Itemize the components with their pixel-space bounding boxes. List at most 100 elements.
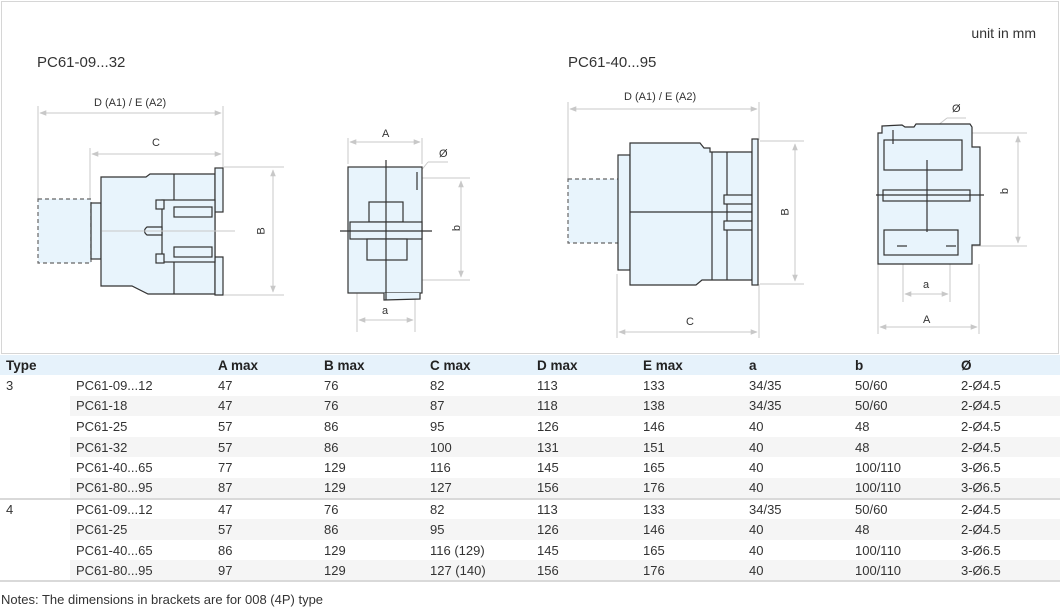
cell-b: 48	[855, 418, 870, 434]
cell-b-max: 86	[324, 418, 339, 434]
cell-a: 40	[743, 477, 849, 500]
cell-c-max: 127	[424, 477, 531, 500]
cell-b-max: 76	[324, 501, 339, 517]
cell-diameter: 2-Ø4.5	[955, 436, 1060, 458]
cell-a-max: 57	[212, 519, 318, 540]
cell-b-max: 86	[318, 436, 424, 458]
cell-model: PC61-32	[70, 436, 212, 458]
dim-label-dia-left: Ø	[439, 148, 448, 160]
table-row: PC61-80...95 87 129 127 156 176 40 100/1…	[0, 477, 1060, 500]
dim-label-dia-right: Ø	[952, 103, 961, 115]
cell-d-max: 156	[531, 477, 637, 500]
cell-b-max: 129	[318, 560, 424, 582]
cell-model: PC61-80...95	[70, 477, 212, 500]
notes-text: Notes: The dimensions in brackets are fo…	[1, 592, 324, 607]
cell-c-max: 127 (140)	[424, 560, 531, 582]
table-row: PC61-25 57 86 95 126 146 40 48 2-Ø4.5	[0, 416, 1060, 437]
cell-a: 34/35	[749, 377, 782, 393]
cell-a-max: 47	[218, 501, 233, 517]
cell-b-max: 129	[324, 542, 346, 558]
cell-a-max: 47	[218, 377, 233, 393]
header-type: Type	[0, 355, 70, 375]
cell-a: 40	[743, 560, 849, 582]
header-model	[70, 355, 212, 375]
cell-b: 100/110	[849, 477, 955, 500]
cell-diameter: 2-Ø4.5	[955, 519, 1060, 540]
cell-type-empty	[0, 457, 70, 478]
unit-label: unit in mm	[971, 25, 1036, 41]
cell-a: 40	[743, 436, 849, 458]
cell-type-empty	[0, 539, 70, 561]
cell-e-max: 165	[643, 460, 665, 476]
cell-type: 3	[0, 375, 70, 396]
cell-d-max: 131	[531, 436, 637, 458]
cell-diameter: 3-Ø6.5	[961, 460, 1001, 476]
header-d-max: D max	[531, 355, 637, 375]
cell-type-empty	[0, 436, 70, 458]
cell-b: 50/60	[855, 501, 888, 517]
cell-a: 40	[749, 418, 764, 434]
cell-e-max: 138	[637, 395, 743, 417]
header-diameter: Ø	[955, 355, 1060, 375]
dim-label-d-e-left: D (A1) / E (A2)	[94, 97, 167, 109]
cell-model: PC61-09...12	[76, 501, 153, 517]
dim-label-c-left: C	[152, 137, 160, 149]
header-c-max: C max	[424, 355, 531, 375]
cell-c-max: 116 (129)	[430, 542, 485, 558]
cell-model: PC61-25	[76, 418, 128, 434]
cell-b: 50/60	[849, 395, 955, 417]
cell-type-empty	[0, 519, 70, 540]
cell-b: 100/110	[855, 542, 902, 558]
cell-model: PC61-80...95	[70, 560, 212, 582]
cell-a-max: 97	[212, 560, 318, 582]
cell-diameter: 3-Ø6.5	[961, 542, 1001, 558]
cell-model: PC61-40...65	[76, 460, 153, 476]
cell-d-max: 145	[537, 542, 559, 558]
cell-d-max: 156	[531, 560, 637, 582]
cell-c-max: 95	[424, 519, 531, 540]
cell-d-max: 126	[531, 519, 637, 540]
dim-label-a-small-right: a	[923, 279, 930, 291]
table-row: PC61-80...95 97 129 127 (140) 156 176 40…	[0, 560, 1060, 582]
cell-e-max: 133	[643, 377, 665, 393]
dim-label-a-upper-left: A	[382, 128, 390, 140]
table-row: PC61-40...65 77 129 116 145 165 40 100/1…	[0, 457, 1060, 478]
dim-label-b-left: B	[255, 227, 268, 235]
cell-c-max: 95	[430, 418, 445, 434]
cell-diameter: 2-Ø4.5	[955, 395, 1060, 417]
cell-e-max: 146	[637, 519, 743, 540]
cell-d-max: 118	[531, 395, 637, 417]
cell-b-max: 129	[318, 477, 424, 500]
cell-model: PC61-09...12	[76, 377, 153, 393]
header-a: a	[743, 355, 849, 375]
cell-b: 100/110	[855, 460, 902, 476]
cell-b: 100/110	[849, 560, 955, 582]
cell-d-max: 113	[537, 501, 558, 517]
cell-c-max: 100	[424, 436, 531, 458]
cell-d-max: 145	[537, 460, 559, 476]
dim-label-b-small-right: b	[999, 187, 1012, 195]
cell-b-max: 86	[318, 519, 424, 540]
cell-a: 40	[749, 460, 764, 476]
table-header-row: Type A max B max C max D max E max a b Ø	[0, 355, 1060, 375]
cell-b-max: 129	[324, 460, 346, 476]
cell-model: PC61-40...65	[76, 542, 153, 558]
table-row: PC61-32 57 86 100 131 151 40 48 2-Ø4.5	[0, 436, 1060, 458]
dim-label-b-right: B	[779, 208, 792, 216]
table-row: 4 PC61-09...12 47 76 82 113 133 34/35 50…	[0, 498, 1060, 520]
dim-label-d-e-right: D (A1) / E (A2)	[624, 91, 697, 103]
cell-a: 40	[743, 519, 849, 540]
cell-model: PC61-18	[70, 395, 212, 417]
cell-c-max: 82	[430, 501, 445, 517]
cell-e-max: 146	[643, 418, 665, 434]
cell-e-max: 176	[637, 477, 743, 500]
table-row: 3 PC61-09...12 47 76 82 113 133 34/35 50…	[0, 375, 1060, 396]
cell-model: PC61-25	[70, 519, 212, 540]
cell-type-empty	[0, 477, 70, 500]
cell-type-empty	[0, 395, 70, 417]
cell-c-max: 87	[424, 395, 531, 417]
cell-a: 34/35	[743, 395, 849, 417]
cell-type-empty	[0, 560, 70, 582]
cell-b: 48	[849, 519, 955, 540]
dim-label-b-small-left: b	[451, 224, 464, 232]
